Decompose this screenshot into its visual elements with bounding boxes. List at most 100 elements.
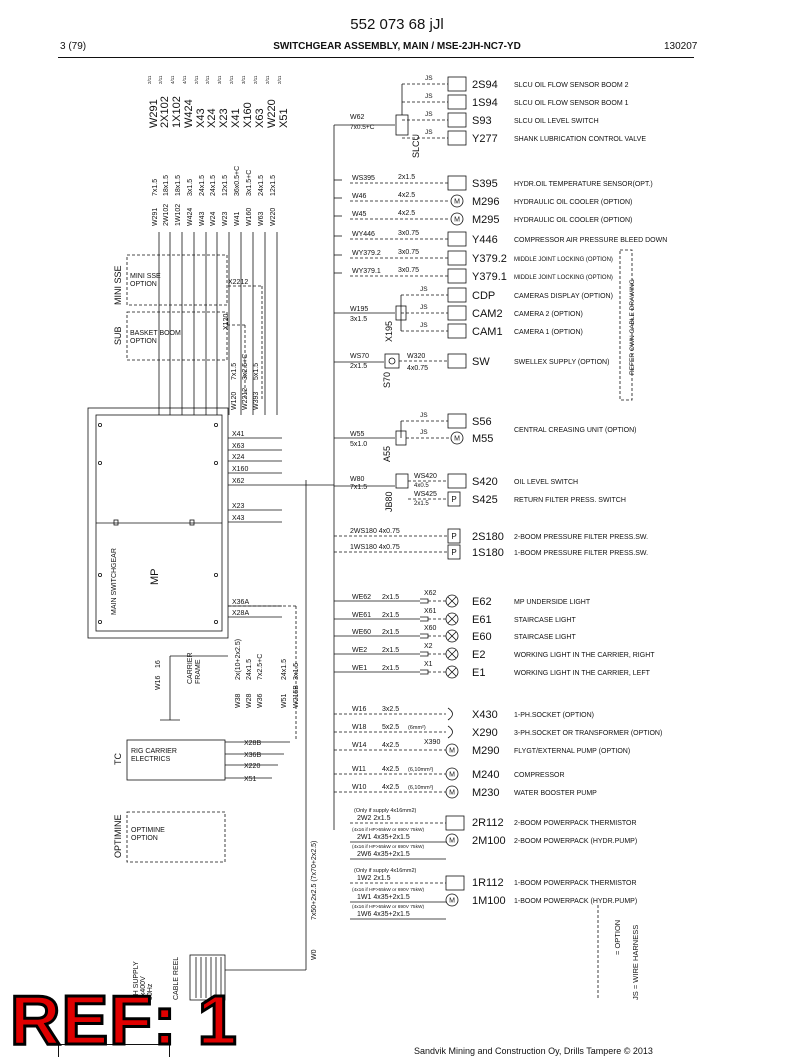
motor-symbol [450, 431, 464, 445]
diagram-label: 7x0.5+C [350, 124, 375, 131]
socket-symbol [447, 707, 453, 721]
diagram-label: W0 [311, 949, 318, 960]
component-tag: E62 [472, 596, 492, 608]
component-tag: S56 [472, 416, 492, 428]
cable-size-label: 24x1.5 [258, 175, 265, 196]
camera-junction-label: X195 [384, 321, 394, 342]
mini-sse-box [126, 254, 228, 306]
diagram-label: W195 [350, 306, 368, 313]
mp-terminal: X63 [232, 443, 245, 450]
diagram-label: 4x2.5 [382, 766, 399, 773]
diagram-label: 2x1.5 [382, 612, 399, 619]
diagram-label: (Only if supply 4x16mm2) [354, 868, 417, 874]
cable-wire-label: 1W102 [175, 204, 182, 226]
component-tag: E60 [472, 631, 492, 643]
top-cable-label: W291 [148, 99, 160, 128]
diagram-label: WE1 [352, 665, 367, 672]
top-cable-ref: 4/11 [182, 75, 187, 84]
diagram-label: 2x1.5 [382, 594, 399, 601]
cable-size-label: 24x1.5 [210, 175, 217, 196]
cable-size-label: 7x1.5 [152, 179, 159, 196]
diagram-label: CABLE REEL [173, 957, 180, 1000]
motor-letter: M [449, 790, 455, 797]
main-switchgear-label: MAIN SWITCHGEAR [111, 548, 118, 615]
component-desc: STAIRCASE LIGHT [514, 617, 576, 624]
diagram-label: 3x400V [140, 976, 147, 1000]
diagram-label: 2x(10+2x2.5) [235, 639, 242, 680]
panel-marker [189, 519, 195, 526]
diagram-label: W45 [352, 211, 367, 218]
diagram-label: 4x2.5 [398, 192, 415, 199]
mp-terminal: X23 [232, 503, 245, 510]
diagram-label: 2x1.5 [414, 501, 429, 507]
component-tag: S425 [472, 494, 498, 506]
motor-letter: M [454, 217, 460, 224]
top-cable-ref: 2/11 [277, 75, 282, 84]
top-cable-label: X160 [242, 102, 254, 128]
component-desc: 1-BOOM PRESSURE FILTER PRESS.SW. [514, 550, 648, 557]
diagram-label: W80 [350, 476, 365, 483]
mounting-screw [213, 620, 218, 625]
component-desc: CAMERAS DISPLAY (OPTION) [514, 293, 613, 300]
component-desc: WATER BOOSTER PUMP [514, 790, 597, 797]
component-tag: Y277 [472, 133, 498, 145]
diagram-label: 3x0.75 [398, 230, 419, 237]
diagram-label: 3x0.75 [398, 249, 419, 256]
component-tag: E1 [472, 667, 485, 679]
diagram-label: W62 [350, 114, 365, 121]
component-desc: 2-BOOM POWERPACK THERMISTOR [514, 820, 637, 827]
slcu-junction-box [395, 114, 409, 136]
diagram-label: JS [425, 129, 433, 136]
diagram-label: X61 [424, 608, 437, 615]
creasing-junction-label: A55 [382, 446, 392, 462]
lamp-cross [447, 667, 457, 677]
motor-letter: M [454, 199, 460, 206]
top-cable-ref: 2/11 [265, 75, 270, 84]
component-desc: FLYGT/EXTERNAL PUMP (OPTION) [514, 748, 630, 755]
component-desc: MIDDLE JOINT LOCKING (OPTION) [514, 257, 613, 263]
motor-symbol [445, 785, 459, 799]
diagram-label: 7x1.5 [350, 484, 367, 491]
cable-size-label: 12x1.5 [222, 175, 229, 196]
motor-letter: M [454, 436, 460, 443]
diagram-label: W28 [246, 694, 253, 709]
mp-label: MP [149, 569, 161, 586]
diagram-label: W16 [352, 706, 367, 713]
diagram-label: 4x0.5 [414, 483, 429, 489]
diagram-label: WE62 [352, 594, 371, 601]
component-desc: 1-BOOM POWERPACK THERMISTOR [514, 880, 637, 887]
diagram-label: FRAME [195, 659, 202, 684]
motor-symbol [445, 743, 459, 757]
oil-junction-box [395, 473, 409, 489]
component-tag: CAM1 [472, 326, 503, 338]
diagram-label: JS [425, 111, 433, 118]
diagram-label: 2x1.5 [382, 629, 399, 636]
component-tag: 1S94 [472, 97, 498, 109]
diagram-label: (6,10mm²) [408, 767, 434, 773]
component-desc: HYDRAULIC OIL COOLER (OPTION) [514, 199, 632, 206]
lamp-cross [447, 614, 457, 624]
diagram-label: (6,10mm²) [408, 785, 434, 791]
pressure-letter: P [451, 548, 456, 557]
cable-wire-label: W220 [270, 208, 277, 226]
diagram-label: (4x16 if HP>55kW or 690V 75kW) [352, 844, 425, 850]
component-tag: M296 [472, 196, 500, 208]
refer-bracket [619, 249, 633, 401]
top-cable-ref: 2/11 [147, 75, 152, 84]
top-cable-label: 2X102 [159, 96, 171, 128]
connector-symbol [420, 669, 429, 675]
cable-size-label: 24x1.5 [199, 175, 206, 196]
diagram-label: WE61 [352, 612, 371, 619]
cable-wire-label: W160 [246, 208, 253, 226]
component-desc: STAIRCASE LIGHT [514, 634, 576, 641]
cable-wire-label: W424 [187, 208, 194, 226]
diagram-label: 7x50+2x2.5 (7x70+2x2.5) [311, 841, 318, 920]
diagram-label: 4x2.5 [382, 742, 399, 749]
component-tag: S395 [472, 178, 498, 190]
top-cable-label: W424 [183, 99, 195, 128]
component-box [447, 112, 467, 128]
connector-symbol [420, 633, 429, 639]
tc-terminal: X28B [244, 740, 261, 747]
diagram-label: RIG CARRIER [131, 748, 177, 755]
diagram-label: W16 [155, 676, 162, 691]
